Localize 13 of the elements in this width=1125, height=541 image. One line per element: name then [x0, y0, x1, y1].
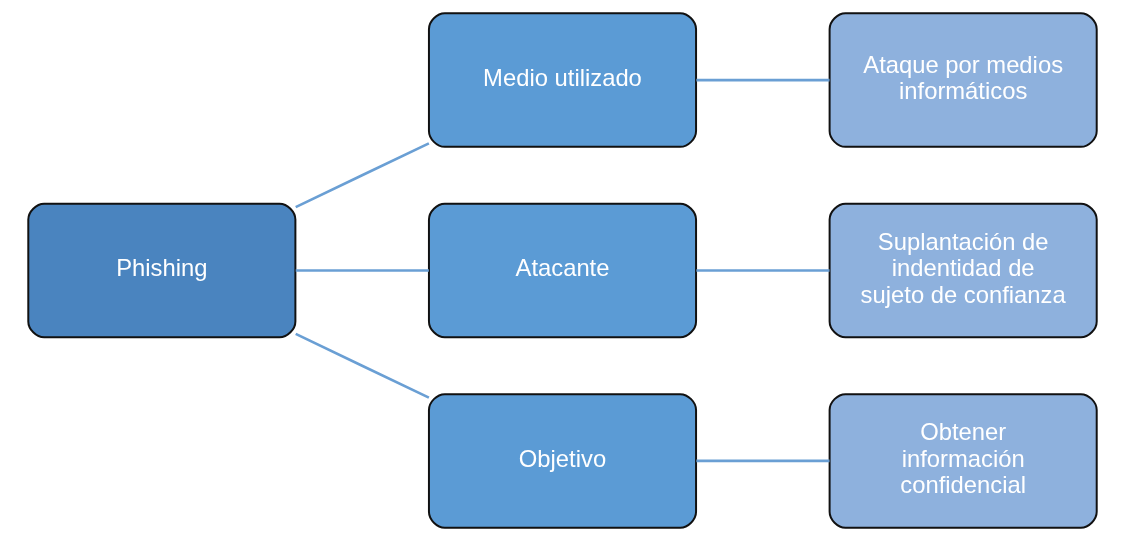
connector: [295, 142, 430, 209]
node-box: Atacante: [427, 202, 698, 339]
connector: [696, 269, 830, 272]
node-box: Medio utilizado: [427, 12, 698, 148]
connector: [696, 459, 830, 463]
node-box: Phishing: [27, 202, 297, 339]
node-box: Obtener información confidencial: [828, 393, 1098, 529]
connector: [696, 78, 830, 82]
connector: [295, 332, 430, 399]
node-box: Ataque por medios informáticos: [828, 12, 1098, 148]
node-box: Suplantación de indentidad de sujeto de confianza: [828, 202, 1098, 339]
connector: [295, 269, 429, 272]
node-box: Objetivo: [427, 393, 698, 529]
